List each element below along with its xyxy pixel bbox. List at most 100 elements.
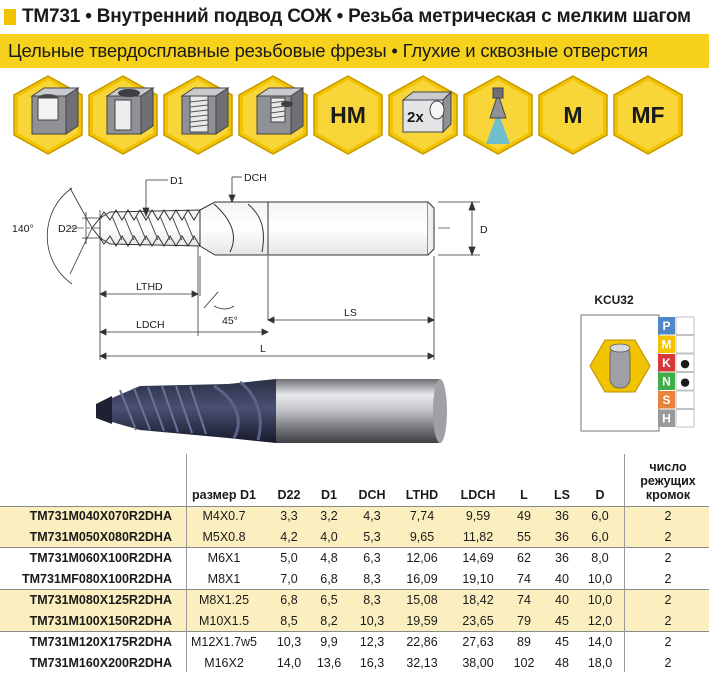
- iso-group-letter: N: [662, 375, 671, 389]
- table-divider: [186, 454, 187, 672]
- tool-photo: [96, 379, 447, 443]
- iso-group-letter: S: [662, 393, 670, 407]
- cell-edges: 2: [664, 635, 672, 649]
- cell-d1: 3,2: [320, 509, 338, 523]
- cell-d1: 6,5: [320, 593, 338, 607]
- 2x-icon: 2x: [385, 74, 461, 156]
- mf-thread-icon-label: MF: [631, 101, 665, 128]
- cell-size: M16X2: [204, 655, 244, 670]
- cell-lthd: 7,74: [409, 509, 435, 523]
- hexagon-frame: [13, 75, 83, 155]
- cell-d1: 4,0: [320, 529, 338, 544]
- cell-d1: 8,2: [320, 613, 338, 628]
- row-group-separator: [0, 547, 709, 548]
- blind-hole-icon: [10, 74, 86, 156]
- tool-drawing: 140° D22 D1 DCH D LTHD LDCH 45° LS L KCU…: [0, 160, 709, 450]
- header-d22: D22: [277, 488, 301, 502]
- cell-ldch: 19,10: [462, 571, 494, 586]
- iso-group-s: S: [658, 390, 695, 409]
- cell-code: TM731M060X100R2DHA: [29, 551, 172, 565]
- header-lthd: LTHD: [405, 488, 439, 502]
- l-label: L: [260, 343, 266, 355]
- cell-d: 10,0: [587, 593, 613, 607]
- grade-box: KCU32: [580, 293, 660, 432]
- iso-group-swatch: [658, 354, 675, 372]
- hexagon-frame: [613, 75, 683, 155]
- cell-edges: 2: [664, 613, 672, 628]
- cell-lthd: 22,86: [406, 635, 438, 649]
- header-edges: число режущих кромок: [640, 460, 696, 502]
- cell-d22: 10,3: [276, 635, 302, 649]
- cell-l: 102: [513, 655, 535, 670]
- cell-l: 49: [517, 509, 531, 523]
- lthd-label: LTHD: [136, 281, 163, 293]
- iso-group-m: M: [658, 335, 695, 354]
- hm-icon: HM: [310, 74, 386, 156]
- cell-d22: 7,0: [280, 571, 298, 586]
- header-d1: D1: [321, 488, 337, 502]
- page-title: TM731 • Внутренний подвод СОЖ • Резьба м…: [22, 6, 691, 27]
- cell-ldch: 23,65: [462, 613, 494, 628]
- header-d: D: [595, 488, 605, 502]
- cell-ls: 40: [555, 593, 569, 607]
- iso-group-n: N●: [658, 372, 695, 391]
- iso-group-swatch: [658, 391, 675, 409]
- cell-dch: 8,3: [363, 571, 381, 586]
- cell-ldch: 14,69: [462, 551, 494, 565]
- threaded-hole-icon: [160, 74, 236, 156]
- header-l: L: [520, 488, 528, 502]
- hexagon-frame: [388, 75, 458, 155]
- row-group-separator: [0, 631, 709, 632]
- cell-d22: 5,0: [280, 551, 298, 565]
- iso-group-swatch: [658, 317, 675, 335]
- cell-l: 74: [517, 593, 531, 607]
- header-dch: DCH: [358, 488, 386, 502]
- cell-dch: 6,3: [363, 551, 381, 565]
- cell-lthd: 15,08: [406, 593, 438, 607]
- cell-d22: 4,2: [280, 529, 298, 544]
- cell-dch: 16,3: [359, 655, 385, 670]
- cell-size: M8X1.25: [198, 593, 250, 607]
- cell-size: M8X1: [207, 571, 241, 586]
- header-ldch: LDCH: [460, 488, 496, 502]
- cell-d: 18,0: [587, 655, 613, 670]
- cell-d1: 13,6: [316, 655, 342, 670]
- cell-code: TM731M100X150R2DHA: [29, 613, 172, 628]
- iso-group-letter: K: [662, 356, 671, 370]
- cell-d: 12,0: [587, 613, 613, 628]
- cell-l: 62: [517, 551, 531, 565]
- cell-ls: 36: [555, 551, 569, 565]
- cell-size: M10X1.5: [198, 613, 250, 628]
- iso-group-mark-cell: [675, 372, 695, 391]
- cell-ls: 45: [555, 635, 569, 649]
- cell-d22: 8,5: [280, 613, 298, 628]
- cell-d22: 3,3: [280, 509, 298, 523]
- cell-d1: 4,8: [320, 551, 338, 565]
- ls-label: LS: [344, 307, 357, 319]
- d-label: D: [480, 224, 488, 236]
- cell-edges: 2: [664, 509, 672, 523]
- threaded-blind-hole-icon: [235, 74, 311, 156]
- ldch-label: LDCH: [136, 319, 165, 331]
- cell-ldch: 27,63: [462, 635, 494, 649]
- dch-label: DCH: [244, 172, 267, 184]
- iso-group-mark-cell: [675, 335, 695, 354]
- internal-coolant-icon: [460, 74, 536, 156]
- cell-edges: 2: [664, 655, 672, 670]
- cell-dch: 10,3: [359, 613, 385, 628]
- iso-group-mark: ●: [680, 376, 690, 389]
- iso-group-letter: M: [662, 338, 672, 352]
- iso-group-mark-cell: [675, 316, 695, 335]
- cell-d1: 9,9: [320, 635, 338, 649]
- cell-size: M5X0.8: [202, 529, 246, 544]
- cell-code: TM731M080X125R2DHA: [29, 593, 172, 607]
- title-bar: TM731 • Внутренний подвод СОЖ • Резьба м…: [0, 0, 709, 34]
- hexagon-frame: [88, 75, 158, 155]
- cell-dch: 12,3: [359, 635, 385, 649]
- cell-size: M4X0.7: [202, 509, 246, 523]
